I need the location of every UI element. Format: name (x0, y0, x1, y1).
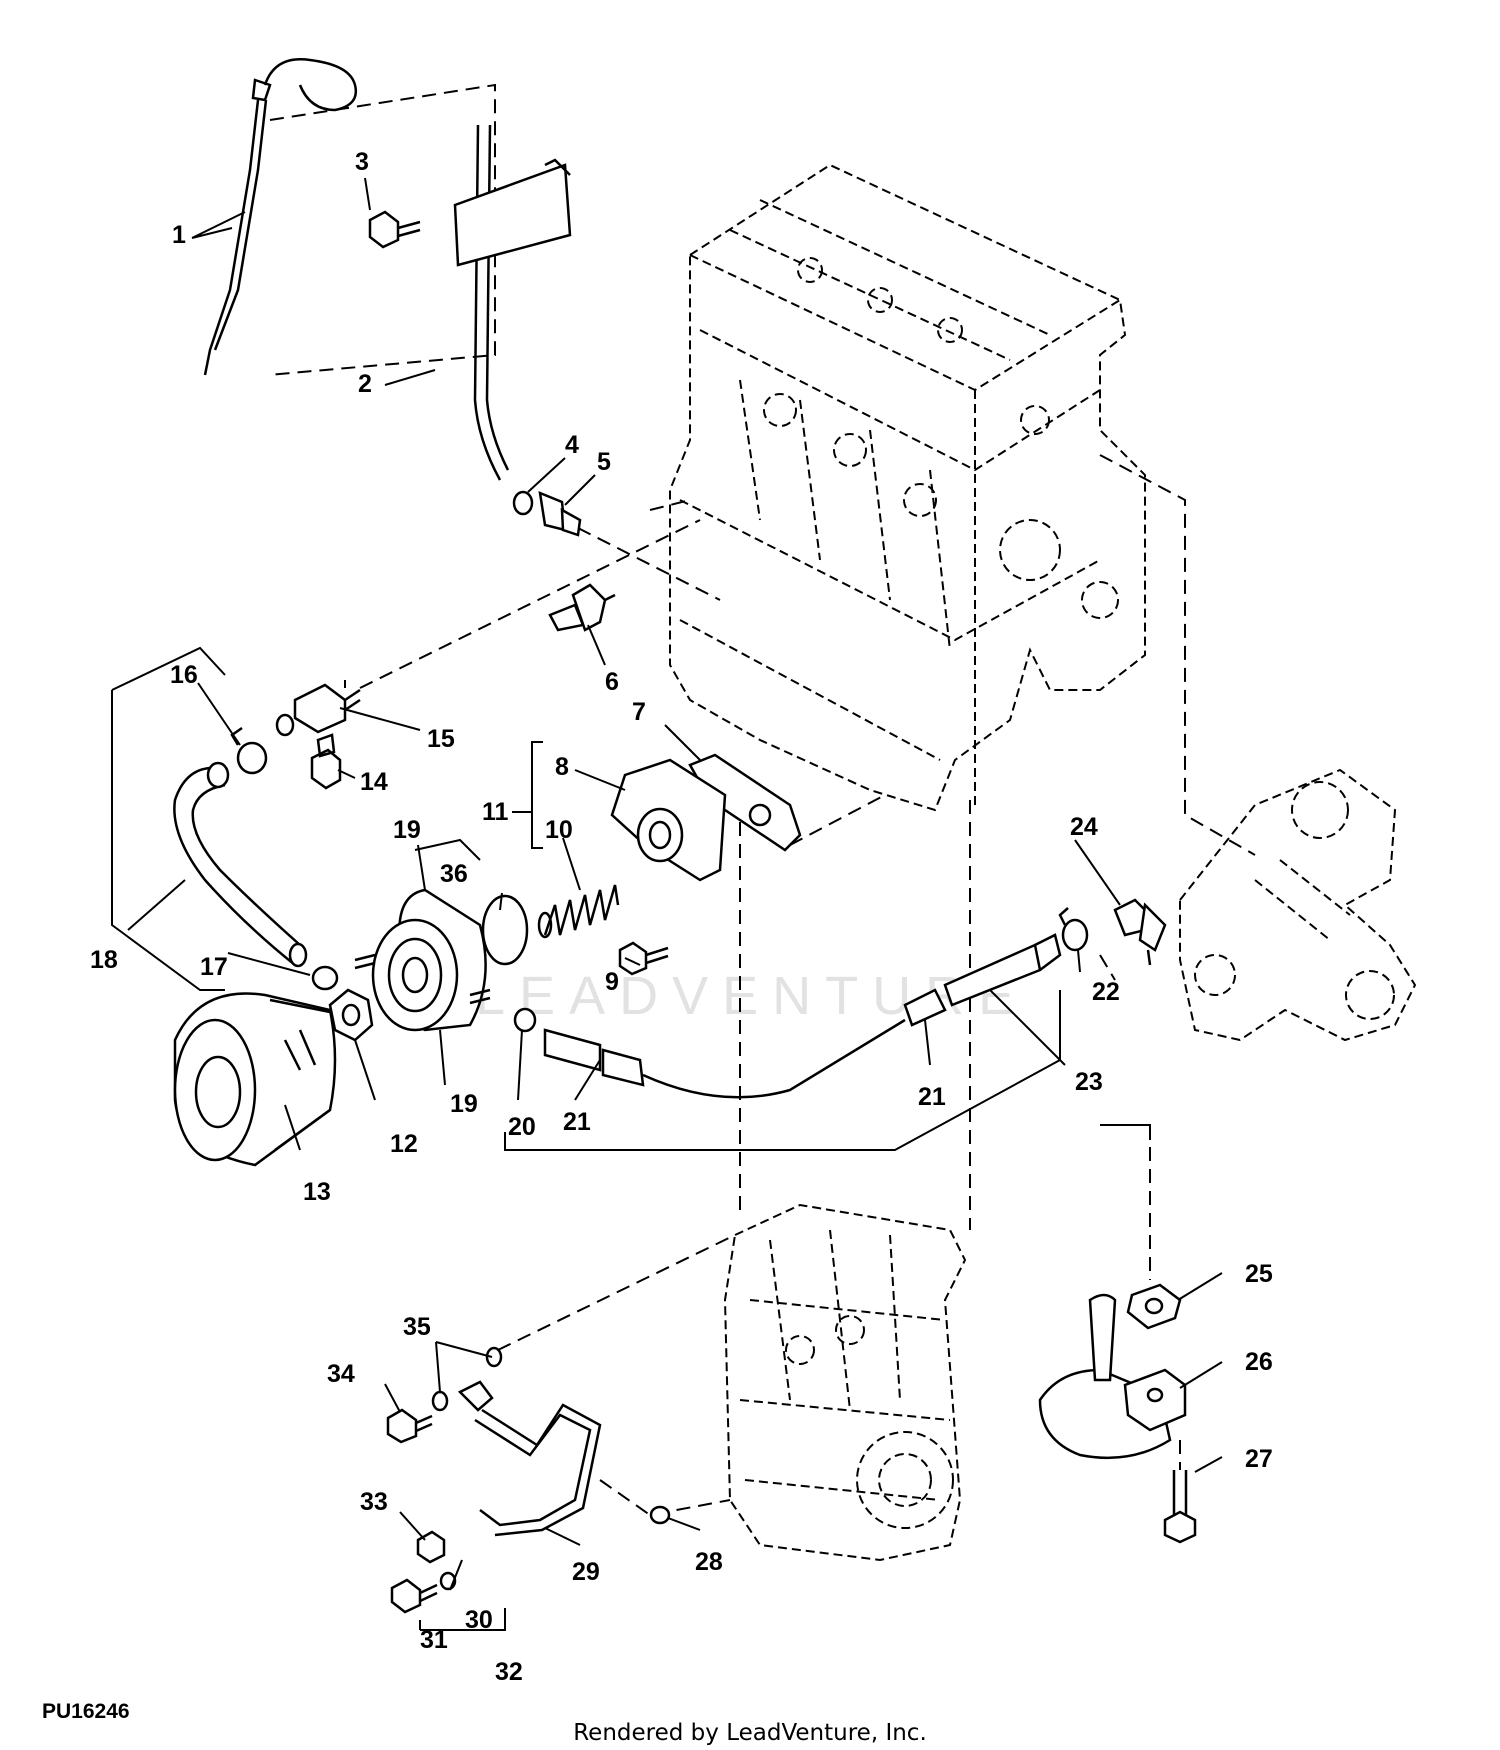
callout-35: 35 (403, 1313, 431, 1341)
group-brackets (111, 646, 1151, 1631)
footer-credit: Rendered by LeadVenture, Inc. (573, 1720, 927, 1746)
bolt-34 (386, 1408, 433, 1444)
callout-32: 32 (495, 1658, 523, 1686)
oil-pipe-29 (457, 1380, 602, 1537)
callout-leaders (127, 177, 1223, 1591)
elbow-24 (1113, 898, 1167, 966)
callout-17: 17 (200, 953, 228, 981)
cooler-hose-23 (543, 933, 1062, 1099)
callout-15: 15 (427, 725, 455, 753)
callout-14: 14 (360, 768, 388, 796)
callout-21b: 21 (918, 1083, 946, 1111)
plug-14 (310, 733, 342, 790)
callout-29: 29 (572, 1558, 600, 1586)
gasket-25 (1126, 1283, 1182, 1330)
callout-11: 11 (482, 798, 509, 826)
callout-3: 3 (355, 148, 369, 176)
tee-fitting (275, 683, 361, 737)
dipstick-tube (453, 124, 572, 481)
callout-8: 8 (555, 753, 569, 781)
bolt-27 (1163, 1470, 1197, 1544)
callout-22: 22 (1092, 978, 1120, 1006)
pump-housing (1179, 768, 1417, 1042)
spring-10 (537, 884, 620, 939)
callout-26: 26 (1245, 1348, 1273, 1376)
oil-cooler-19 (354, 888, 491, 1032)
callout-30: 30 (465, 1606, 493, 1634)
callout-28: 28 (695, 1548, 723, 1576)
bolt-3 (368, 210, 421, 249)
callout-12: 12 (390, 1130, 418, 1158)
callout-21a: 21 (563, 1108, 591, 1136)
washer-28 (649, 1505, 671, 1525)
callout-2: 2 (358, 370, 372, 398)
reference-code: PU16246 (42, 1700, 130, 1723)
dipstick (203, 58, 358, 376)
oil-cooler-base (610, 758, 727, 882)
callout-27: 27 (1245, 1445, 1273, 1473)
callout-5: 5 (597, 448, 611, 476)
oil-hose-18 (173, 761, 308, 968)
callout-7: 7 (632, 698, 646, 726)
callout-labels: 1 2 3 4 5 6 7 8 9 10 11 12 13 14 15 16 1… (90, 148, 1273, 1686)
callout-25: 25 (1245, 1260, 1273, 1288)
callout-19a: 19 (393, 816, 421, 844)
engine-block-lower (723, 1203, 967, 1562)
callout-20: 20 (508, 1113, 536, 1141)
callout-23: 23 (1075, 1068, 1103, 1096)
oil-filter (173, 992, 337, 1167)
callout-19b: 19 (450, 1090, 478, 1118)
callout-16: 16 (170, 661, 198, 689)
callout-4: 4 (565, 431, 579, 459)
clamp-16 (230, 726, 268, 775)
o-ring-4 (512, 490, 534, 516)
engine-block-upper (669, 163, 1146, 812)
clamp-20 (513, 1007, 537, 1033)
oil-strainer (1038, 1293, 1187, 1460)
nut-12 (328, 988, 374, 1042)
callout-9: 9 (605, 968, 619, 996)
callout-31: 31 (420, 1626, 448, 1654)
oil-pressure-switch (548, 583, 616, 632)
callout-1: 1 (172, 221, 186, 249)
bolt-9 (618, 941, 669, 976)
clamp-22 (1058, 907, 1089, 952)
callout-33: 33 (360, 1488, 388, 1516)
fitting-5 (538, 491, 582, 537)
callout-34: 34 (327, 1360, 355, 1388)
callout-10: 10 (545, 816, 573, 844)
callout-36: 36 (440, 860, 468, 888)
callout-18: 18 (90, 946, 118, 974)
bolt-31 (390, 1578, 438, 1614)
callout-13: 13 (303, 1178, 331, 1206)
callout-24: 24 (1070, 813, 1098, 841)
o-ring-36 (481, 894, 529, 966)
callout-6: 6 (605, 668, 619, 696)
clamp-17 (311, 965, 339, 991)
